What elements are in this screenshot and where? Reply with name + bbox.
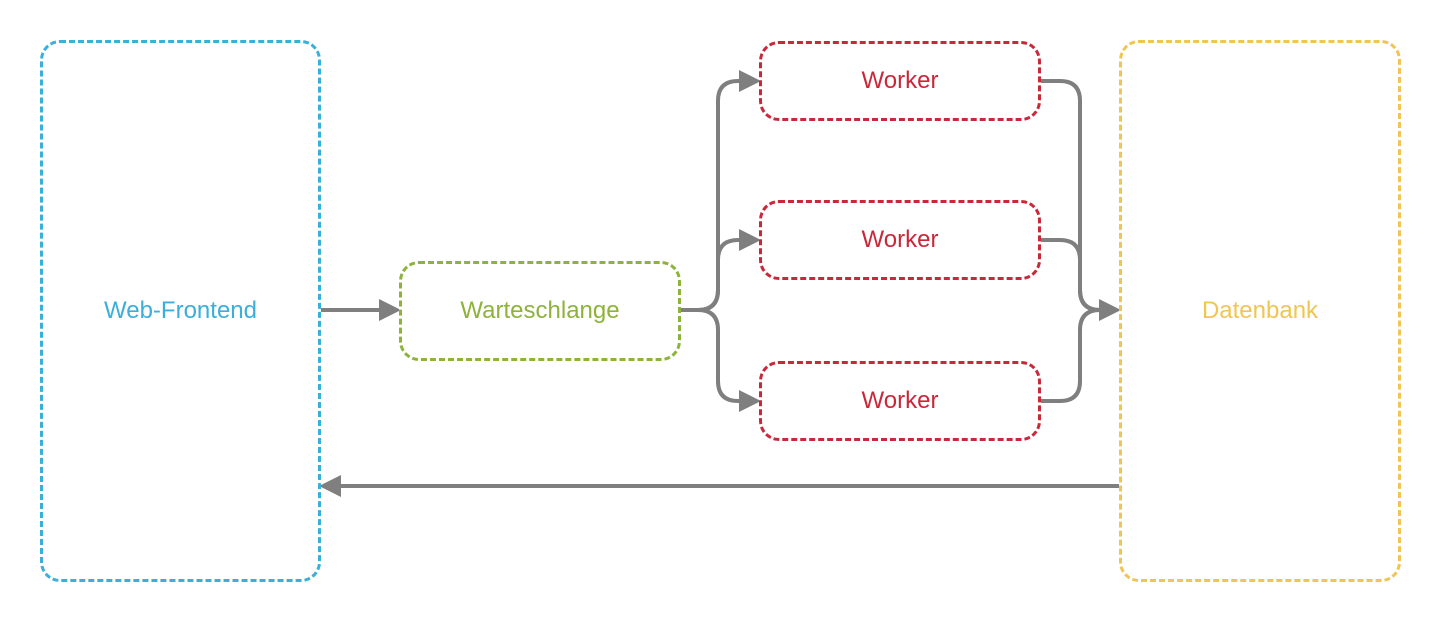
queue-label: Warteschlange (460, 297, 620, 324)
edge-queue-to-worker-1 (679, 79, 747, 312)
edge-queue-to-worker-2 (679, 238, 747, 312)
arrowhead-database (1099, 299, 1121, 321)
worker-node-3: Worker (759, 361, 1041, 441)
worker-node-2: Worker (759, 200, 1041, 280)
edge-queue-to-worker-3 (679, 308, 747, 403)
arrowhead-worker-3 (739, 390, 761, 412)
arrowhead-worker-2 (739, 229, 761, 251)
arrowhead-frontend (319, 475, 341, 497)
worker-label-3: Worker (861, 387, 939, 414)
arrowhead-worker-1 (739, 70, 761, 92)
arrowhead-queue (379, 299, 401, 321)
database-label: Datenbank (1201, 297, 1319, 324)
edge-worker-2-to-database (1039, 238, 1107, 312)
web-frontend-node: Web-Frontend (40, 40, 321, 582)
edge-worker-1-to-database (1039, 79, 1107, 312)
worker-label-2: Worker (861, 226, 939, 253)
database-node: Datenbank (1119, 40, 1401, 582)
worker-label-1: Worker (861, 67, 939, 94)
queue-node: Warteschlange (399, 261, 681, 361)
worker-node-1: Worker (759, 41, 1041, 121)
web-frontend-label: Web-Frontend (104, 297, 257, 324)
edge-worker-3-to-database (1039, 308, 1107, 403)
